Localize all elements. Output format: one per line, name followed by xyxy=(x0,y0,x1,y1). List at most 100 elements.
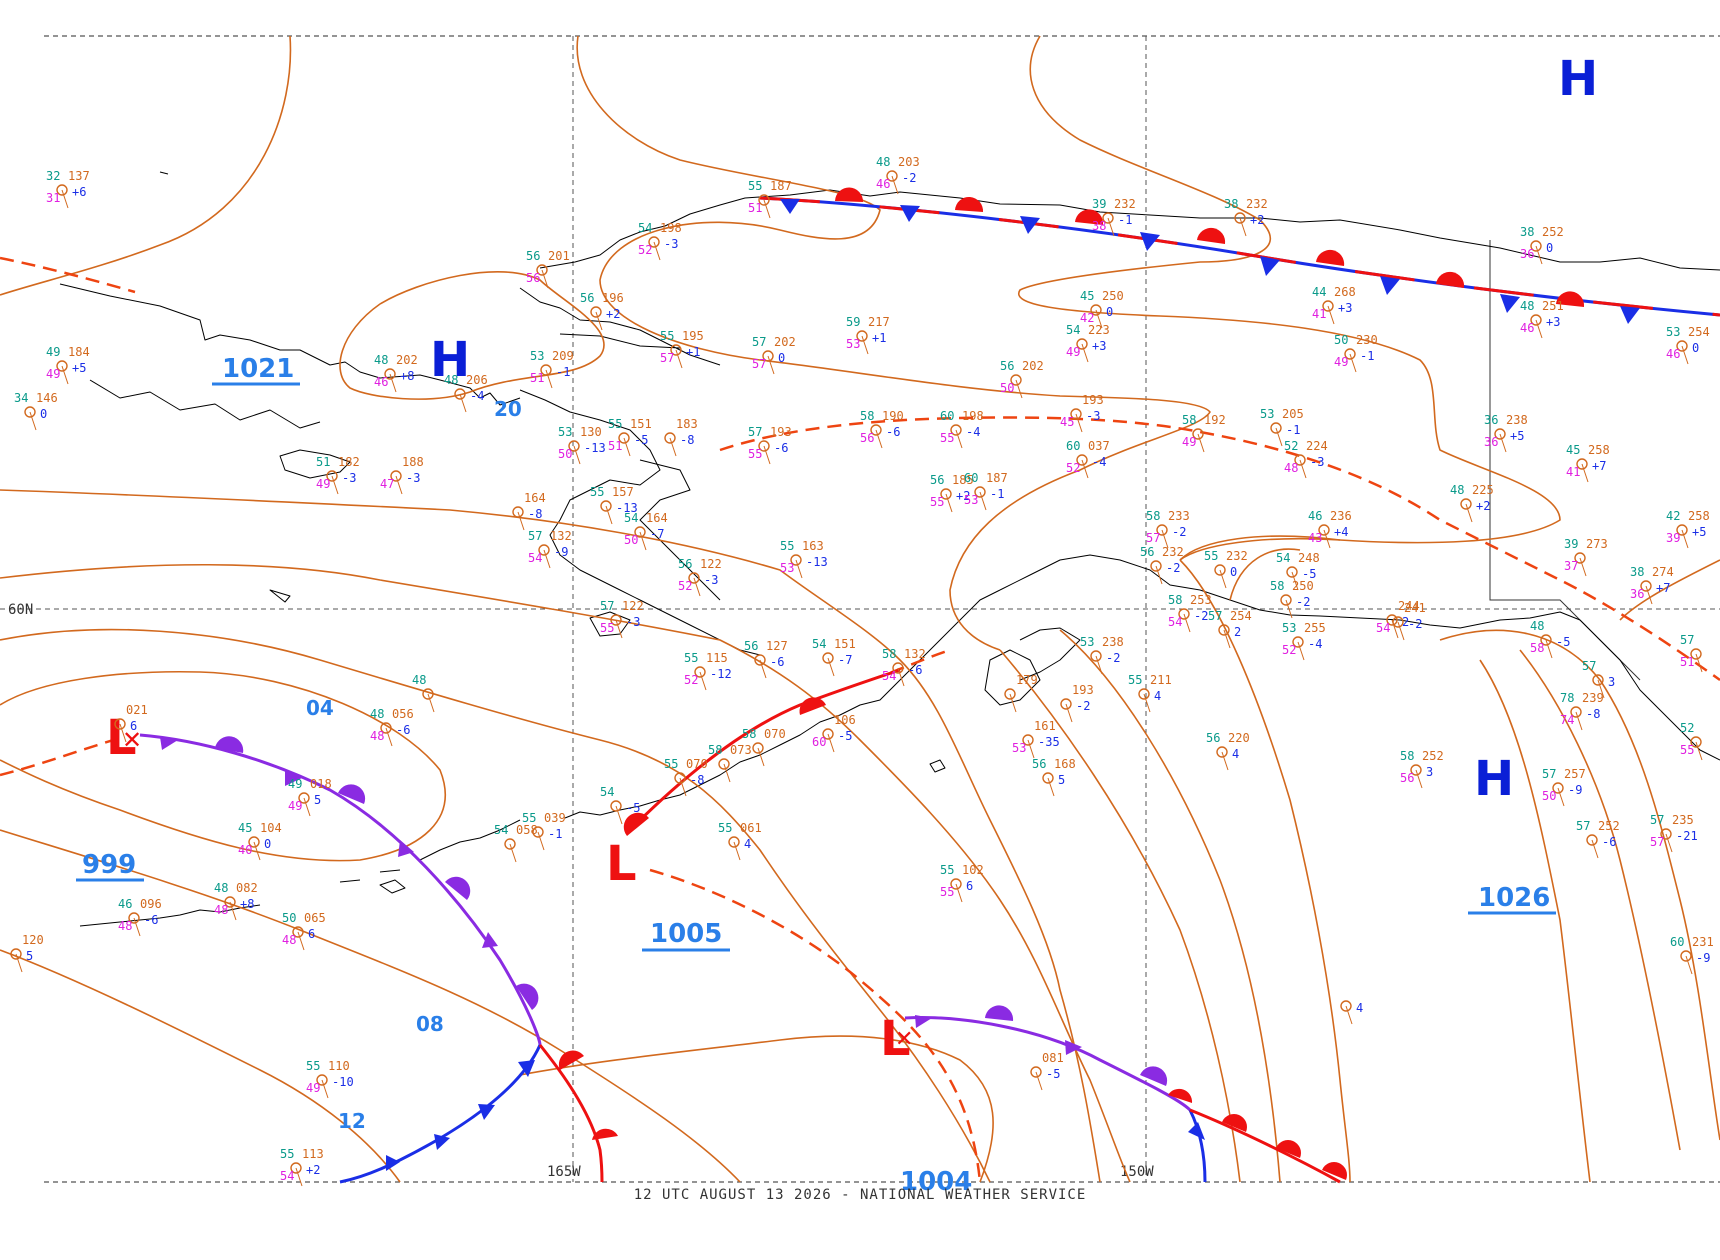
station-pressure-tendency: -1 xyxy=(990,487,1004,501)
wind-barb xyxy=(509,843,517,863)
station-temperature: 57 xyxy=(748,425,762,439)
station-temperature: 57 xyxy=(1576,819,1590,833)
wind-barb xyxy=(615,805,623,825)
station-pressure: 255 xyxy=(1304,621,1326,635)
wind-barb xyxy=(897,667,905,687)
station-pressure: 225 xyxy=(1472,483,1494,497)
station-pressure-tendency: -6 xyxy=(886,425,900,439)
station-temperature: 32 xyxy=(46,169,60,183)
station-pressure-tendency: -8 xyxy=(528,507,542,521)
station-circle xyxy=(1004,688,1016,700)
station-pressure-tendency: +4 xyxy=(1334,525,1348,539)
station-pressure-tendency: +6 xyxy=(72,185,86,199)
station-pressure-tendency: -12 xyxy=(710,667,732,681)
grid-label-60n: 60N xyxy=(8,602,33,618)
station-pressure-tendency: +5 xyxy=(1510,429,1524,443)
wind-barb xyxy=(945,493,953,513)
wind-barb xyxy=(1143,693,1151,713)
station-pressure: 202 xyxy=(396,353,418,367)
station-circle xyxy=(974,486,986,498)
station-temperature: 50 xyxy=(282,911,296,925)
station-dewpoint: 54 xyxy=(1376,621,1390,635)
station-dewpoint: 48 xyxy=(214,903,228,917)
station-dewpoint: 54 xyxy=(528,551,542,565)
station-pressure-tendency: +2 xyxy=(306,1163,320,1177)
station-pressure-tendency: 0 xyxy=(1692,341,1699,355)
station-pressure: 184 xyxy=(68,345,90,359)
station-circle xyxy=(1530,240,1542,252)
station-pressure: 217 xyxy=(868,315,890,329)
station-circle xyxy=(870,424,882,436)
station-temperature: 57 xyxy=(600,599,614,613)
station-dewpoint: 55 xyxy=(940,885,954,899)
station-circle xyxy=(1156,524,1168,536)
station-pressure: 137 xyxy=(68,169,90,183)
wind-barb xyxy=(955,883,963,903)
station-circle xyxy=(422,688,434,700)
station-circle xyxy=(568,440,580,452)
high-center-letter-ne: H xyxy=(1558,51,1598,107)
station-pressure-tendency: 5 xyxy=(1058,773,1065,787)
station-dewpoint: 42 xyxy=(1080,311,1094,325)
station-pressure-tendency: 6 xyxy=(308,927,315,941)
wind-barb xyxy=(1323,529,1331,549)
station-pressure-tendency: -13 xyxy=(806,555,828,569)
stationary-front-north xyxy=(759,187,1720,324)
wind-barb xyxy=(1499,433,1507,453)
wind-barb xyxy=(1285,599,1293,619)
wind-barb xyxy=(1665,833,1673,853)
station-pressure-tendency: -4 xyxy=(470,389,484,403)
station-pressure-tendency: -2 xyxy=(1076,699,1090,713)
station-pressure-tendency: +1 xyxy=(686,345,700,359)
wind-barb xyxy=(1685,955,1693,975)
station-dewpoint: 36 xyxy=(1520,247,1534,261)
station-circle xyxy=(1690,648,1702,660)
station-temperature: 55 xyxy=(590,485,604,499)
station-circle xyxy=(290,1162,302,1174)
station-pressure: 113 xyxy=(302,1147,324,1161)
station-pressure: 195 xyxy=(682,329,704,343)
station-dewpoint: 40 xyxy=(238,843,252,857)
station-dewpoint: 49 xyxy=(1334,355,1348,369)
station-dewpoint: 49 xyxy=(288,799,302,813)
wind-barb xyxy=(827,733,835,753)
station-pressure: 187 xyxy=(986,471,1008,485)
station-dewpoint: 49 xyxy=(1066,345,1080,359)
wind-barb xyxy=(321,1079,329,1099)
station-temperature: 57 xyxy=(752,335,766,349)
wind-barb xyxy=(623,437,631,457)
station-pressure-tendency: +2 xyxy=(1250,213,1264,227)
station-circle xyxy=(24,406,36,418)
low-center-value-south: 1004 xyxy=(900,1167,972,1197)
station-pressure-tendency: -1 xyxy=(556,365,570,379)
station-pressure-tendency: +2 xyxy=(606,307,620,321)
wind-barb xyxy=(29,411,37,431)
station-circle xyxy=(540,364,552,376)
station-circle xyxy=(648,236,660,248)
station-circle xyxy=(822,728,834,740)
station-temperature: 58 xyxy=(1400,749,1414,763)
station-dewpoint: 57 xyxy=(1650,835,1664,849)
station-pressure: 185 xyxy=(952,473,974,487)
station-pressure: 161 xyxy=(1034,719,1056,733)
wind-barb xyxy=(767,355,775,375)
station-temperature: 55 xyxy=(608,417,622,431)
station-temperature: 55 xyxy=(684,651,698,665)
station-circle xyxy=(950,424,962,436)
station-dewpoint: 48 xyxy=(118,919,132,933)
station-pressure-tendency: +5 xyxy=(1692,525,1706,539)
station-temperature: 34 xyxy=(14,391,28,405)
station-pressure-tendency: 3 xyxy=(1608,675,1615,689)
station-dewpoint: 49 xyxy=(306,1081,320,1095)
station-temperature: 38 xyxy=(1224,197,1238,211)
wind-barb xyxy=(331,475,339,495)
wind-barb xyxy=(385,727,393,747)
station-pressure: 238 xyxy=(1506,413,1528,427)
